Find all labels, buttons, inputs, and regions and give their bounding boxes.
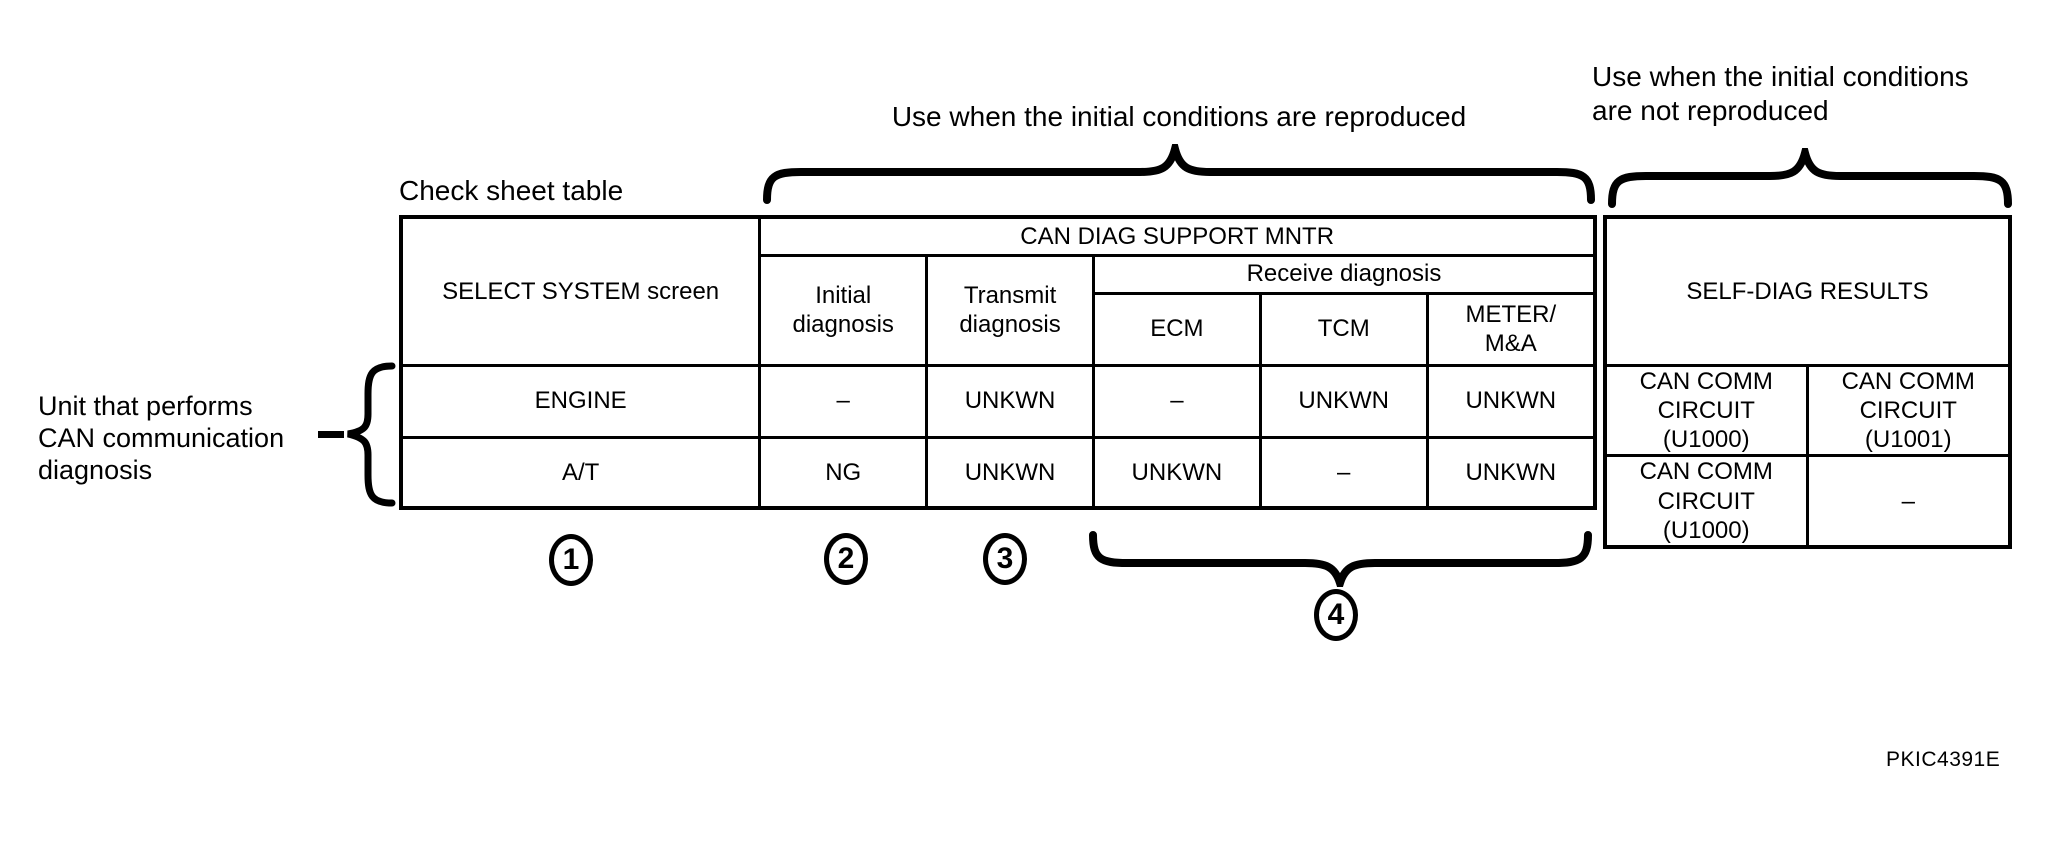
unit-note-connector-line [318, 431, 344, 438]
cell-at-selfdiag-2: – [1805, 454, 2012, 549]
figure-code: PKIC4391E [1886, 748, 2001, 771]
label-conditions-not-reproduced: Use when the initial conditions are not … [1592, 61, 1969, 126]
label-conditions-reproduced: Use when the initial conditions are repr… [891, 101, 1467, 132]
header-tcm: TCM [1258, 291, 1429, 367]
table-row-engine: ENGINE – UNKWN – UNKWN UNKWN [399, 363, 1597, 439]
cell-engine-system: ENGINE [399, 363, 762, 439]
table-row-at: A/T NG UNKWN UNKWN – UNKWN [399, 435, 1597, 510]
brace-unit-rows [347, 362, 396, 507]
cell-engine-selfdiag-2: CAN COMM CIRCUIT (U1001) [1805, 363, 2012, 458]
brace-receive-diagnosis [1089, 531, 1592, 587]
header-receive-diagnosis: Receive diagnosis [1091, 253, 1597, 295]
label-check-sheet-table: Check sheet table [399, 175, 624, 206]
header-select-system: SELECT SYSTEM screen [399, 215, 762, 367]
header-transmit-diagnosis: Transmit diagnosis [925, 253, 1095, 367]
callout-3: 3 [983, 533, 1027, 585]
cell-at-transmit: UNKWN [925, 435, 1095, 510]
header-can-diag-support-mntr: CAN DIAG SUPPORT MNTR [758, 215, 1597, 257]
table-row-at-selfdiag: CAN COMM CIRCUIT (U1000) – [1603, 454, 2012, 549]
callout-2-number: 2 [837, 542, 855, 575]
cell-at-selfdiag-1: CAN COMM CIRCUIT (U1000) [1603, 454, 1809, 549]
header-meter-ma: METER/ M&A [1425, 291, 1597, 367]
callout-3-number: 3 [996, 542, 1014, 575]
callout-4: 4 [1314, 589, 1358, 641]
cell-engine-tcm: UNKWN [1258, 363, 1429, 439]
callout-4-number: 4 [1327, 598, 1345, 631]
brace-reproduced [763, 144, 1595, 204]
callout-1-number: 1 [562, 543, 580, 576]
cell-at-system: A/T [399, 435, 762, 510]
cell-engine-meter: UNKWN [1425, 363, 1597, 439]
cell-at-initial: NG [758, 435, 929, 510]
cell-engine-ecm: – [1091, 363, 1262, 439]
header-self-diag-results: SELF-DIAG RESULTS [1603, 215, 2012, 367]
check-sheet-table: SELECT SYSTEM screen CAN DIAG SUPPORT MN… [399, 215, 1597, 510]
cell-engine-initial: – [758, 363, 929, 439]
cell-at-meter: UNKWN [1425, 435, 1597, 510]
cell-at-ecm: UNKWN [1091, 435, 1262, 510]
cell-engine-transmit: UNKWN [925, 363, 1095, 439]
header-ecm: ECM [1091, 291, 1262, 367]
header-initial-diagnosis: Initial diagnosis [758, 253, 929, 367]
table-row-engine-selfdiag: CAN COMM CIRCUIT (U1000) CAN COMM CIRCUI… [1603, 363, 2012, 458]
label-unit-note: Unit that performs CAN communication dia… [38, 391, 285, 485]
brace-not-reproduced [1608, 148, 2012, 208]
self-diag-results-table: SELF-DIAG RESULTS CAN COMM CIRCUIT (U100… [1603, 215, 2012, 550]
cell-at-tcm: – [1258, 435, 1429, 510]
callout-2: 2 [824, 533, 868, 585]
callout-1: 1 [549, 534, 593, 586]
cell-engine-selfdiag-1: CAN COMM CIRCUIT (U1000) [1603, 363, 1809, 458]
